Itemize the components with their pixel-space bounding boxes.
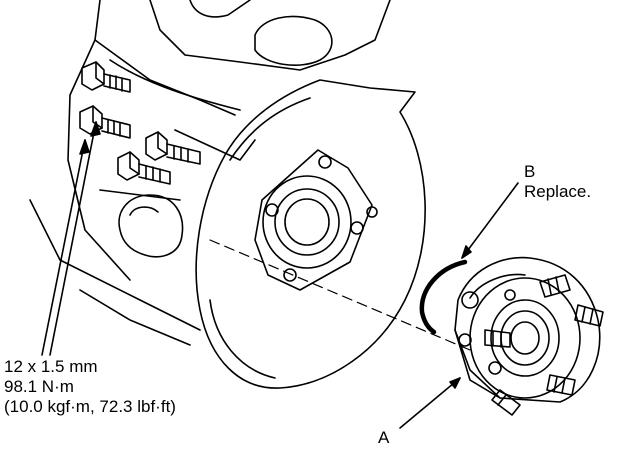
torque-nm-spec: 98.1 N·m [4, 377, 74, 396]
knuckle-hub-flange [254, 149, 378, 291]
label-b-note: Replace. [524, 182, 592, 201]
leader-a [399, 377, 461, 429]
leader-bolts [41, 121, 101, 356]
snap-ring-b [419, 259, 468, 335]
knuckle-body [29, 0, 391, 346]
bolt-middle-left [79, 105, 131, 139]
label-b-letter: B [524, 162, 536, 181]
wheel-studs [484, 274, 604, 416]
bolt-middle-right [145, 131, 201, 165]
bolt-upper [81, 61, 131, 93]
torque-alt-spec: (10.0 kgf·m, 72.3 lbf·ft) [4, 397, 176, 416]
bolt-size-spec: 12 x 1.5 mm [4, 357, 98, 376]
bolt-lower [117, 151, 171, 185]
label-a-letter: A [378, 428, 390, 447]
leader-b [461, 182, 519, 259]
splash-shield [195, 79, 426, 389]
axis-line [209, 239, 471, 351]
hub-bearing-assembly [454, 256, 601, 403]
